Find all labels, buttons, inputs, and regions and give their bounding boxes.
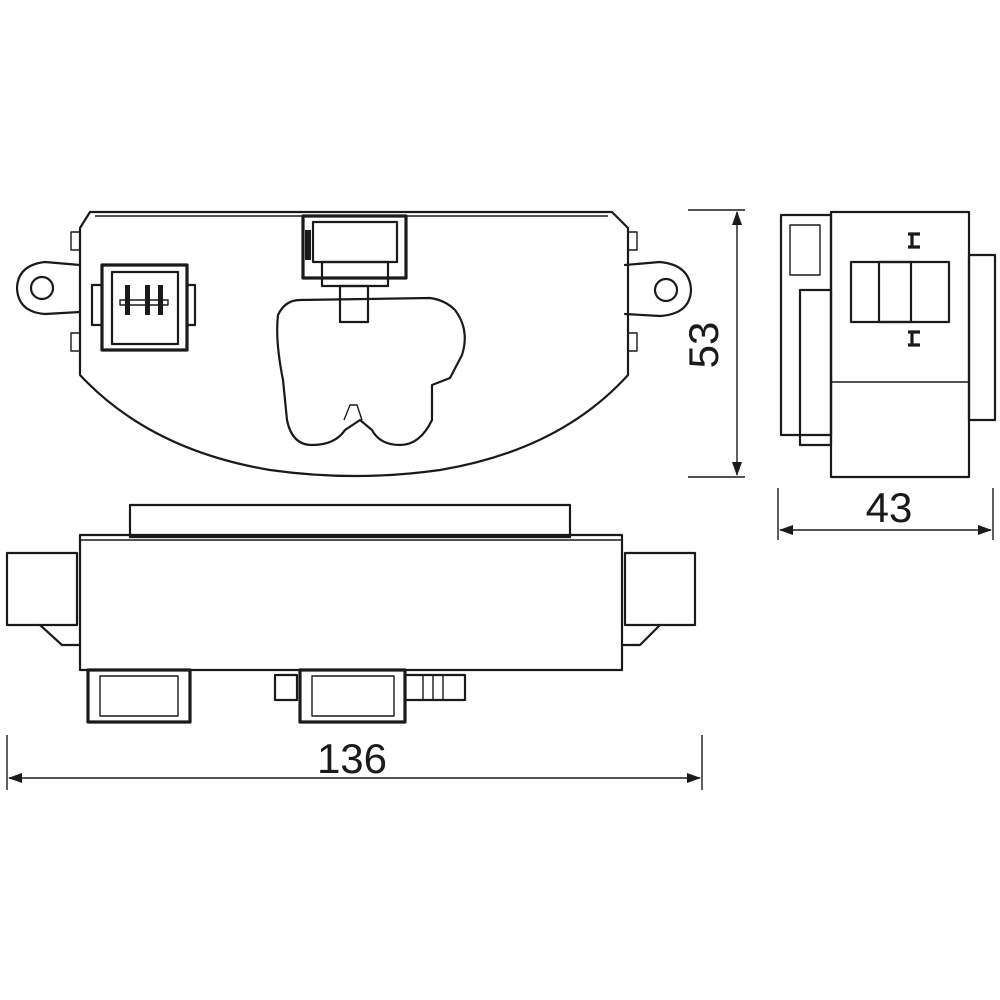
bottom-housing (78, 533, 624, 672)
bottom-top-plate (128, 503, 572, 539)
side-housing (829, 210, 971, 479)
bottom-view (5, 503, 697, 724)
left-mounting-ear (15, 260, 82, 316)
left-connector (90, 263, 197, 352)
dimension-width: 136 (6, 735, 703, 790)
dimension-height: 53 (680, 209, 745, 478)
housing-outline (78, 210, 630, 478)
right-mounting-hole (653, 277, 679, 303)
top-connector (301, 214, 408, 324)
dimension-depth: 43 (777, 484, 994, 540)
front-view (15, 210, 693, 478)
terminal-plate (276, 296, 466, 447)
side-view (779, 210, 997, 479)
bottom-connector-left (86, 668, 192, 724)
right-mounting-ear (623, 260, 693, 318)
height-label: 53 (680, 322, 727, 369)
depth-label: 43 (866, 484, 913, 531)
bottom-connector-middle (298, 668, 407, 724)
width-label: 136 (317, 735, 387, 782)
left-mounting-hole (29, 275, 55, 301)
